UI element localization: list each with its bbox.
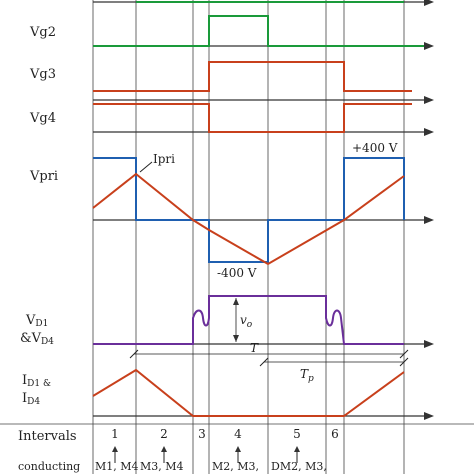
minus400-label: -400 V <box>217 266 257 280</box>
conducting-arrow-2 <box>161 446 167 452</box>
interval-5: 5 <box>293 427 301 441</box>
intervals-row: Intervals 1 2 3 4 5 6 <box>0 423 474 444</box>
id1-label: ID1 & <box>22 373 51 389</box>
conducting-arrow-4 <box>294 446 300 452</box>
interval-grid <box>92 0 405 474</box>
tp-end-tick <box>399 357 409 367</box>
ipri-pointer <box>139 161 153 173</box>
vg1-arrow <box>424 0 434 6</box>
vg3-arrow <box>424 96 434 104</box>
vd-arrow <box>424 340 434 348</box>
conducting-interval-5: DM2, M3, <box>271 460 327 473</box>
vg2-trace: Vg2 <box>29 15 434 50</box>
vo-dim-down-arrow <box>233 335 239 342</box>
vg2-wave <box>93 15 424 47</box>
vg3-label: Vg3 <box>29 67 56 82</box>
interval-2: 2 <box>160 427 168 441</box>
vpri-trace: Vpri Ipri +400 V -400 V <box>29 141 434 280</box>
id-current-wave <box>92 368 405 417</box>
period-T-end-tick <box>399 349 409 359</box>
conducting-interval-4: M2, M3, <box>212 460 259 473</box>
vg3-trace: Vg3 <box>29 61 434 104</box>
vd1-label: VD1 <box>25 313 48 329</box>
tp-label: Tp <box>300 367 314 384</box>
plus400-label: +400 V <box>352 141 398 155</box>
interval-4: 4 <box>234 427 242 441</box>
ipri-current-wave <box>92 172 405 266</box>
conducting-row: conducting M1, M4 M3, M4 M2, M3, DM2, M3… <box>18 446 327 473</box>
vg2-label: Vg2 <box>29 25 56 40</box>
period-T-label: T <box>250 341 259 355</box>
vd-trace: VD1 &VD4 vo <box>20 295 434 348</box>
vg4-trace: Vg4 <box>29 103 434 136</box>
conducting-interval-1: M1, M4 <box>95 460 139 473</box>
interval-1: 1 <box>111 427 119 441</box>
tp-start-tick <box>259 357 269 367</box>
vd-voltage-wave <box>93 295 404 345</box>
vg2-arrow <box>424 42 434 50</box>
ipri-label: Ipri <box>153 152 175 166</box>
intervals-label: Intervals <box>18 429 77 444</box>
vg4-arrow <box>424 128 434 136</box>
vpri-arrow <box>424 216 434 224</box>
id-trace: ID1 & ID4 <box>22 368 434 420</box>
vo-label: vo <box>240 313 253 330</box>
id-arrow <box>424 412 434 420</box>
conducting-arrow-1 <box>112 446 118 452</box>
conducting-arrow-3 <box>235 446 241 452</box>
vd4-label: &VD4 <box>20 331 54 347</box>
vpri-voltage-wave <box>93 157 405 263</box>
vg1-trace <box>93 0 434 6</box>
conducting-label: conducting <box>18 460 80 473</box>
interval-6: 6 <box>331 427 339 441</box>
period-markers: T Tp <box>129 341 409 384</box>
interval-3: 3 <box>198 427 206 441</box>
vg4-label: Vg4 <box>29 111 56 126</box>
period-T-start-tick <box>129 349 139 359</box>
vg4-wave <box>93 103 412 133</box>
vpri-label: Vpri <box>29 169 58 184</box>
vg3-wave <box>93 61 412 92</box>
conducting-interval-2: M3, M4 <box>140 460 184 473</box>
vo-dim-up-arrow <box>233 298 239 305</box>
id4-label: ID4 <box>22 391 40 407</box>
